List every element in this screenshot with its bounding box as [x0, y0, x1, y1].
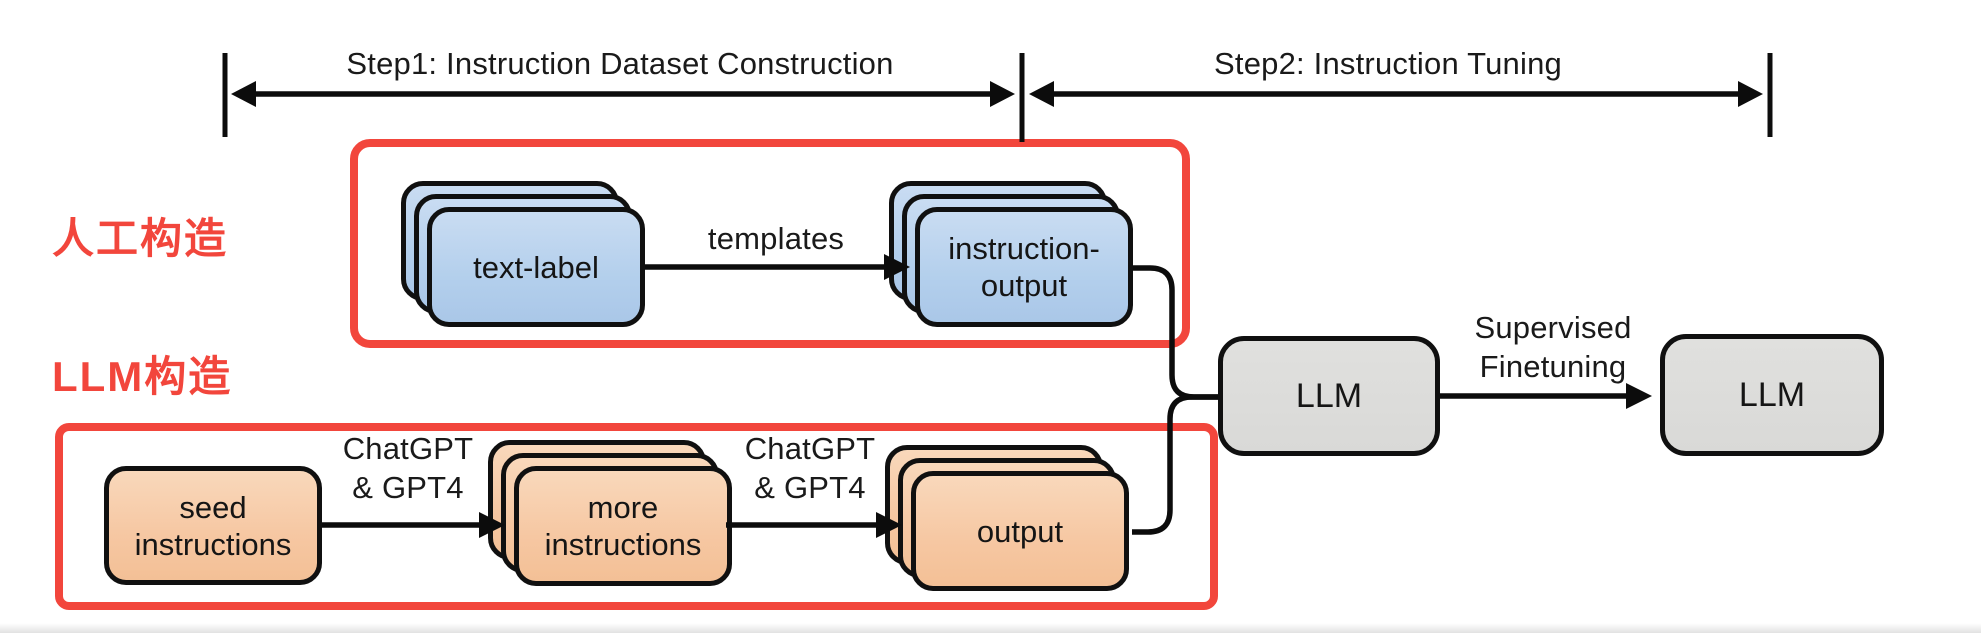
llm-box-before: LLM — [1218, 336, 1440, 456]
step1-label: Step1: Instruction Dataset Construction — [346, 46, 894, 81]
templates-arrow-label: templates — [707, 221, 845, 256]
more-instructions-card-label: more instructions — [544, 490, 702, 562]
step1-span-arrowhead-right — [990, 81, 1015, 107]
llm-box-after: LLM — [1660, 334, 1884, 456]
supervised-finetuning-label: Supervised Finetuning — [1474, 310, 1632, 384]
output-card: output — [911, 471, 1129, 591]
manual-construction-label: 人工构造 — [52, 215, 229, 262]
text-label-card: text-label — [427, 207, 645, 327]
step2-span-arrowhead-right — [1738, 81, 1763, 107]
llm-box-before-label: LLM — [1295, 376, 1363, 415]
screenshot-bottom-edge — [0, 623, 1981, 633]
llm-box-after-label: LLM — [1738, 375, 1806, 414]
text-label-card-label: text-label — [473, 249, 599, 285]
output-card-label: output — [976, 513, 1064, 549]
step2-span-arrowhead-left — [1029, 81, 1054, 107]
seed-instructions-box: seed instructions — [104, 466, 322, 585]
step2-label: Step2: Instruction Tuning — [1214, 46, 1562, 81]
llm-construction-label: LLM构造 — [52, 353, 233, 400]
step1-span-arrowhead-left — [231, 81, 256, 107]
seed-instructions-label: seed instructions — [134, 489, 292, 562]
manual-construction-frame — [350, 139, 1190, 348]
sft-arrowhead — [1626, 383, 1652, 409]
instruction-output-card-label: instruction- output — [948, 231, 1100, 303]
instruction-output-card: instruction- output — [915, 207, 1133, 327]
more-instructions-card: more instructions — [514, 466, 732, 586]
chatgpt-gpt4-label-1: ChatGPT & GPT4 — [342, 431, 474, 505]
chatgpt-gpt4-label-2: ChatGPT & GPT4 — [744, 431, 876, 505]
